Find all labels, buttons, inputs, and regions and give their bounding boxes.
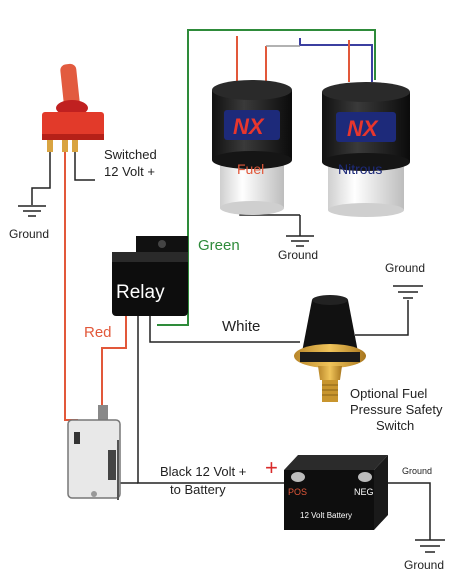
black-label-2: to Battery [170, 482, 226, 497]
toggle-ground-wire [31, 150, 51, 205]
toggle-red-wire [64, 150, 78, 421]
battery-pos-label: POS [288, 487, 307, 497]
blue-wire [299, 38, 373, 82]
nitrous-label: Nitrous [338, 161, 382, 177]
relay-red-wire [101, 315, 127, 420]
red-label: Red [84, 324, 112, 341]
ground-symbol-pressure [393, 285, 423, 299]
toggle-switch [42, 63, 104, 152]
relay-label: Relay [116, 282, 165, 303]
nitrous-logo: NX [347, 116, 379, 141]
white-label: White [222, 318, 260, 335]
black-label-1: Black 12 Volt + [160, 464, 246, 479]
ground-label-solenoid: Ground [278, 248, 318, 262]
relay-box [112, 236, 188, 316]
battery-neg-label: NEG [354, 487, 374, 497]
ground-label-battery: Ground [404, 558, 444, 572]
switched-label-2: 12 Volt + [104, 164, 155, 179]
white-wire [149, 315, 300, 343]
battery [284, 455, 388, 530]
ground-label-battery-small: Ground [402, 466, 432, 476]
fuel-logo: NX [233, 114, 265, 139]
ground-symbol-solenoid [286, 235, 314, 247]
switched-label-1: Switched [104, 147, 157, 162]
optional-label-3: Switch [376, 418, 414, 433]
ground-label-pressure: Ground [385, 261, 425, 275]
ground-label-toggle: Ground [9, 227, 49, 241]
switched-wire [74, 150, 95, 181]
plus-sign: + [265, 455, 278, 480]
ground-symbol-battery [415, 539, 445, 553]
battery-label: 12 Volt Battery [300, 511, 352, 520]
optional-label-2: Pressure Safety [350, 402, 443, 417]
green-label: Green [198, 237, 240, 254]
micro-switch [67, 405, 121, 500]
pressure-ground-wire [355, 300, 409, 336]
green-wire [157, 29, 376, 326]
fuel-solenoid [212, 80, 292, 215]
ground-symbol-toggle [18, 205, 46, 217]
pressure-switch [294, 295, 366, 402]
optional-label-1: Optional Fuel [350, 386, 427, 401]
nitrous-solenoid [322, 82, 410, 217]
fuel-label: Fuel [237, 161, 264, 177]
